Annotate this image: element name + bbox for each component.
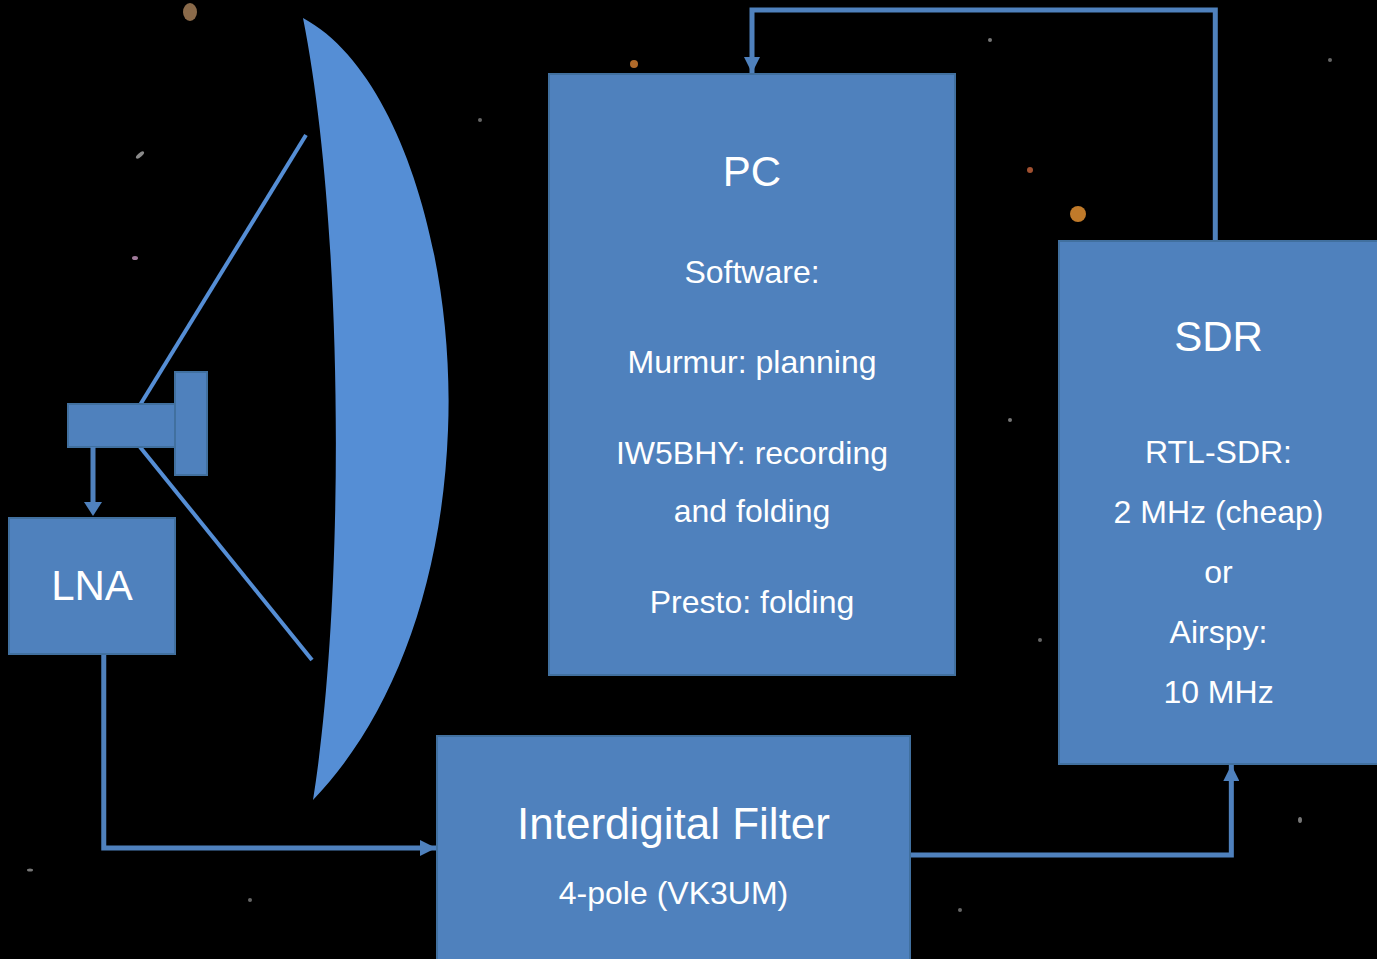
box-text: IW5BHY: recording and folding bbox=[592, 424, 912, 540]
box-heading: SDR bbox=[1174, 312, 1263, 362]
box-text: Airspy: bbox=[1170, 602, 1268, 662]
box-text: RTL-SDR: bbox=[1145, 422, 1292, 482]
parabolic-dish bbox=[303, 18, 449, 800]
galaxy bbox=[1027, 167, 1033, 173]
feed-arrowhead bbox=[84, 502, 102, 516]
box-text: 2 MHz (cheap) bbox=[1114, 482, 1324, 542]
filter-box: Interdigital Filter 4-pole (VK3UM) bbox=[436, 735, 911, 959]
star bbox=[248, 898, 252, 902]
feed-flange bbox=[175, 372, 207, 475]
galaxy bbox=[135, 150, 145, 159]
box-text: Murmur: planning bbox=[628, 342, 877, 382]
star bbox=[27, 869, 33, 872]
feed-cable bbox=[91, 447, 96, 503]
box-text: Software: bbox=[684, 252, 819, 292]
box-text: 4-pole (VK3UM) bbox=[559, 873, 788, 913]
star bbox=[478, 118, 482, 122]
box-heading: Interdigital Filter bbox=[517, 797, 830, 851]
galaxy bbox=[132, 256, 138, 260]
signal-connector bbox=[104, 655, 436, 848]
galaxy bbox=[1070, 206, 1086, 222]
galaxy bbox=[630, 60, 638, 68]
star bbox=[988, 38, 992, 42]
receiver-box: SDR RTL-SDR:2 MHz (cheap)orAirspy:10 MHz bbox=[1058, 240, 1377, 765]
box-text: Presto: folding bbox=[650, 582, 855, 622]
star bbox=[1298, 817, 1302, 823]
feed-horn bbox=[68, 404, 176, 447]
galaxy bbox=[183, 3, 197, 21]
feed-strut bbox=[140, 135, 306, 405]
star bbox=[1038, 638, 1042, 642]
box-heading: PC bbox=[723, 147, 781, 197]
signal-connector bbox=[911, 765, 1231, 855]
star bbox=[958, 908, 962, 912]
star bbox=[1008, 418, 1012, 422]
amplifier-box: LNA bbox=[8, 517, 176, 655]
star bbox=[1328, 58, 1332, 62]
box-text: 10 MHz bbox=[1163, 662, 1273, 722]
box-heading: LNA bbox=[51, 561, 133, 611]
computer-box: PC Software: Murmur: planningIW5BHY: recor… bbox=[548, 73, 956, 676]
box-text: or bbox=[1204, 542, 1232, 602]
